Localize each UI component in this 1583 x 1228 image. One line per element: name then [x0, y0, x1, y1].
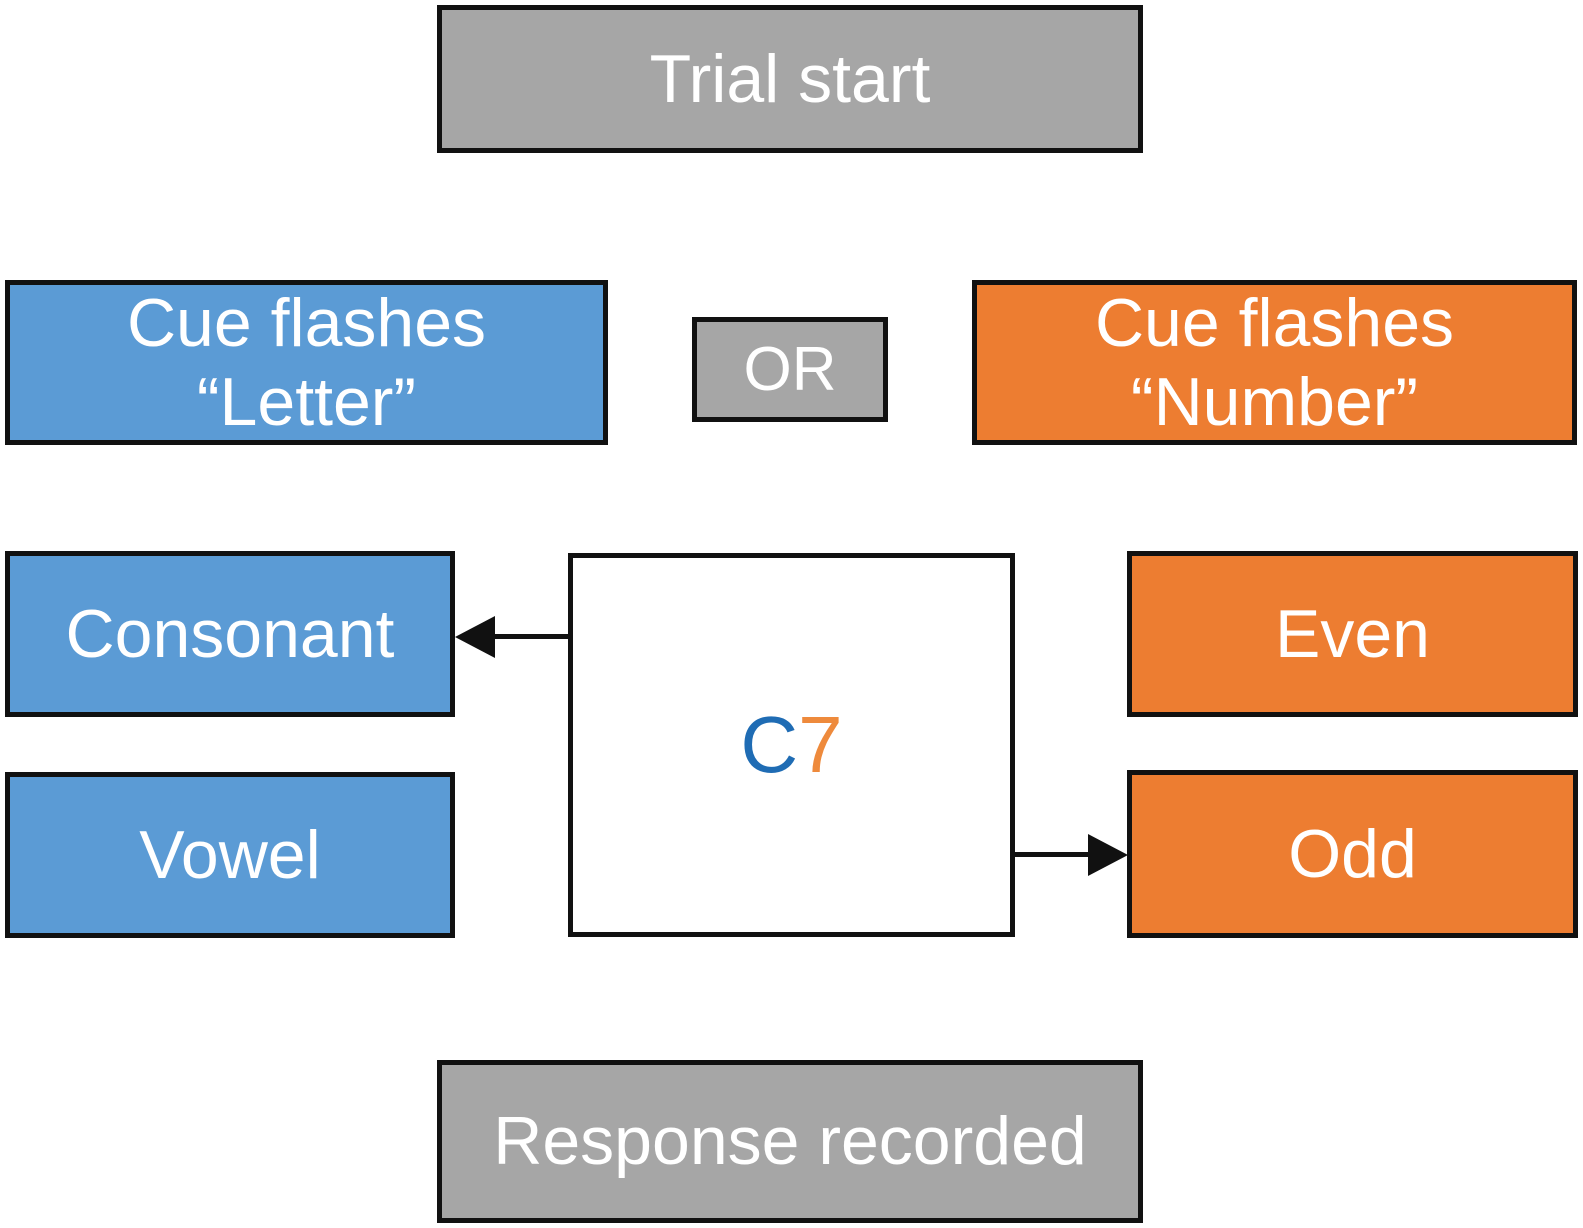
even-label: Even	[1275, 595, 1430, 672]
arrow-to-consonant-head-icon	[455, 616, 495, 658]
stimulus-label: C7	[740, 699, 842, 792]
odd-label: Odd	[1288, 815, 1417, 892]
arrow-to-consonant-line	[493, 634, 569, 639]
cue-letter-box: Cue flashes “Letter”	[5, 280, 608, 445]
cue-letter-line1: Cue flashes	[126, 284, 487, 361]
arrow-to-odd-head-icon	[1088, 834, 1128, 876]
cue-number-box: Cue flashes “Number”	[972, 280, 1577, 445]
stimulus-box: C7	[568, 553, 1015, 937]
odd-box: Odd	[1127, 770, 1578, 938]
consonant-label: Consonant	[65, 595, 395, 672]
response-box: Response recorded	[437, 1060, 1143, 1223]
or-box: OR	[692, 317, 888, 422]
cue-number-line2: “Number”	[1130, 363, 1419, 440]
cue-number-label: Cue flashes “Number”	[1095, 284, 1454, 442]
cue-letter-label: Cue flashes “Letter”	[127, 284, 486, 442]
vowel-box: Vowel	[5, 772, 455, 938]
stimulus-number: 7	[798, 699, 843, 789]
trial-start-label: Trial start	[649, 40, 931, 117]
consonant-box: Consonant	[5, 551, 455, 717]
cue-number-line1: Cue flashes	[1094, 284, 1455, 361]
stimulus-letter: C	[740, 699, 799, 789]
response-label: Response recorded	[493, 1103, 1087, 1180]
trial-start-box: Trial start	[437, 5, 1143, 153]
or-label: OR	[743, 334, 837, 404]
vowel-label: Vowel	[139, 816, 321, 893]
arrow-to-odd-line	[1012, 852, 1090, 857]
even-box: Even	[1127, 551, 1578, 717]
cue-letter-line2: “Letter”	[196, 363, 417, 440]
